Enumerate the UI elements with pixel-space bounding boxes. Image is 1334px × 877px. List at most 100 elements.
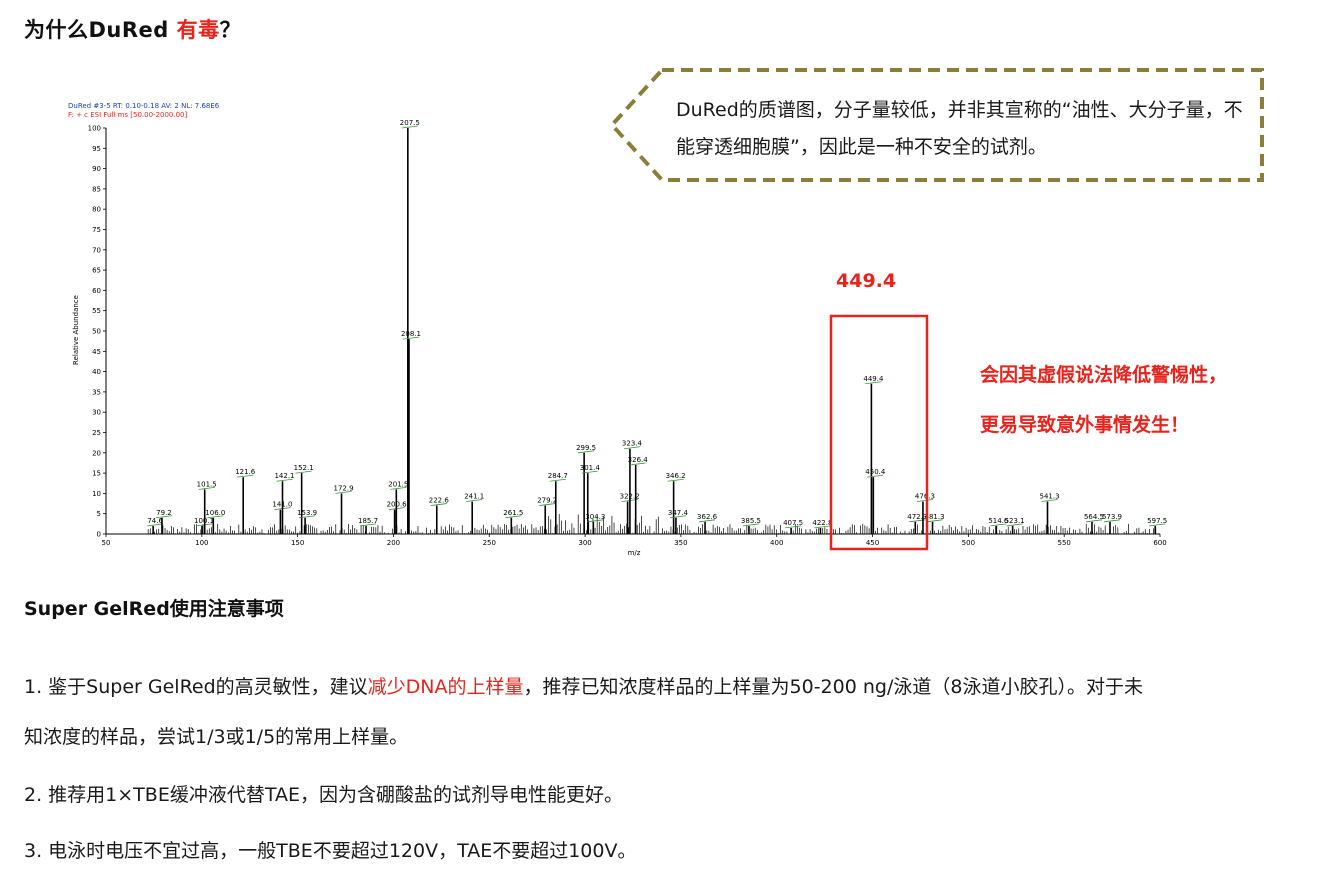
peak-label: 304.3 <box>585 513 605 521</box>
y-tick-label: 45 <box>92 348 101 356</box>
spectrum-header-line1: DuRed #3-5 RT: 0.10-0.18 AV: 2 NL: 7.68E… <box>68 102 220 110</box>
peak-marker <box>1149 523 1166 527</box>
peak-marker <box>699 519 716 523</box>
peak-marker <box>335 491 352 494</box>
peak-label: 101.5 <box>197 480 217 488</box>
peak-label: 153.9 <box>297 509 317 517</box>
spectrum-header-line2: F: + c ESI Full ms [50.00-2000.00] <box>68 111 188 119</box>
title-highlight: 有毒 <box>176 18 220 42</box>
x-axis-label: m/z <box>628 549 641 557</box>
peak-label: 172.9 <box>333 484 353 492</box>
peak-marker <box>505 515 522 519</box>
peak-label: 74.6 <box>147 517 163 525</box>
x-tick-label: 600 <box>1153 539 1166 547</box>
peak-label: 152.1 <box>294 464 314 472</box>
x-tick-label: 100 <box>195 539 208 547</box>
note-1-continued: 知浓度的样品，尝试1/3或1/5的常用上样量。 <box>24 726 409 748</box>
title-prefix: 为什么DuRed <box>24 18 177 42</box>
note-1-part1: 1. 鉴于Super GelRed的高灵敏性，建议 <box>24 676 368 698</box>
peak-marker <box>276 478 293 482</box>
peak-label: 222.6 <box>429 497 450 505</box>
x-tick-label: 200 <box>387 539 400 547</box>
peak-label: 573.9 <box>1102 513 1122 521</box>
peak-marker <box>667 478 684 482</box>
callout-border <box>609 68 1264 182</box>
peak-marker <box>539 503 556 506</box>
peak-label: 472.3 <box>907 513 927 521</box>
x-tick-label: 550 <box>1057 539 1070 547</box>
peak-label: 347.4 <box>668 509 689 517</box>
peak-label: 385.5 <box>741 517 761 525</box>
peak-label: 301.4 <box>580 464 601 472</box>
peak-marker <box>814 525 831 529</box>
peak-marker <box>581 470 598 474</box>
page-title: 为什么DuRed 有毒？ <box>24 14 241 44</box>
peak-marker <box>549 478 566 482</box>
y-tick-label: 85 <box>92 185 101 193</box>
peak-label: 207.5 <box>400 119 420 127</box>
peak-marker <box>865 381 882 385</box>
peak-label: 121.6 <box>235 468 256 476</box>
peak-marker <box>623 446 640 450</box>
peak-label: 142.1 <box>274 472 294 480</box>
peak-marker <box>390 486 407 490</box>
peak-marker <box>295 470 312 474</box>
peak-marker <box>466 499 483 502</box>
peak-label: 449.4 <box>863 375 884 383</box>
x-tick-label: 500 <box>962 539 975 547</box>
peak-marker <box>401 125 418 129</box>
peak-label: 279.2 <box>537 497 557 505</box>
y-tick-label: 35 <box>92 388 101 396</box>
peak-label: 514.6 <box>988 517 1009 525</box>
peak-marker <box>1041 499 1058 502</box>
peak-marker <box>360 523 377 527</box>
peak-marker <box>1085 519 1103 523</box>
peak-label: 541.3 <box>1039 493 1059 501</box>
peak-label: 362.6 <box>697 513 718 521</box>
y-tick-label: 20 <box>92 449 101 457</box>
y-tick-label: 30 <box>92 409 101 417</box>
title-suffix: ？ <box>219 18 242 42</box>
peak-label: 201.5 <box>388 480 408 488</box>
peak-label: 422.8 <box>812 519 832 527</box>
peak-marker <box>785 525 802 529</box>
peak-marker <box>916 499 933 502</box>
y-tick-label: 95 <box>92 145 101 153</box>
y-tick-label: 75 <box>92 226 101 234</box>
y-tick-label: 70 <box>92 246 101 254</box>
x-tick-label: 300 <box>578 539 591 547</box>
peak-marker <box>207 515 224 519</box>
peak-label: 481.3 <box>925 513 945 521</box>
peak-marker <box>1103 519 1121 523</box>
peak-marker <box>237 474 254 478</box>
x-tick-label: 350 <box>674 539 687 547</box>
y-tick-label: 55 <box>92 307 101 315</box>
note-1-part2: ，推荐已知浓度样品的上样量为50-200 ng/泳道（8泳道小胶孔）。对于未 <box>523 676 1143 698</box>
peak-marker <box>430 503 447 506</box>
note-2: 2. 推荐用1×TBE缓冲液代替TAE，因为含硼酸盐的试剂导电性能更好。 <box>24 784 623 806</box>
y-tick-label: 10 <box>92 490 101 498</box>
peak-label: 185.7 <box>358 517 378 525</box>
spectrum-axes: 0510152025303540455055606570758085909510… <box>88 125 1167 548</box>
y-tick-label: 15 <box>92 470 101 478</box>
peak-marker <box>629 462 646 466</box>
note-1-highlight: 减少DNA的上样量 <box>367 676 524 698</box>
peak-label: 323.4 <box>622 440 643 448</box>
peak-marker <box>742 523 759 527</box>
peak-marker <box>299 515 316 519</box>
highlight-peak-label: 449.4 <box>836 270 897 292</box>
peak-label: 450.4 <box>865 468 886 476</box>
peak-label: 261.5 <box>503 509 523 517</box>
peak-marker <box>669 515 686 519</box>
x-tick-label: 250 <box>483 539 496 547</box>
peak-label: 106.0 <box>205 509 225 517</box>
peak-label: 79.2 <box>156 509 172 517</box>
note-1: 1. 鉴于Super GelRed的高灵敏性，建议减少DNA的上样量，推荐已知浓… <box>24 672 1143 699</box>
x-tick-label: 150 <box>291 539 304 547</box>
peak-marker <box>147 523 164 527</box>
peak-label: 564.5 <box>1084 513 1104 521</box>
peak-label: 407.5 <box>783 519 803 527</box>
peak-label: 346.2 <box>666 472 686 480</box>
peak-label: 241.1 <box>464 493 484 501</box>
